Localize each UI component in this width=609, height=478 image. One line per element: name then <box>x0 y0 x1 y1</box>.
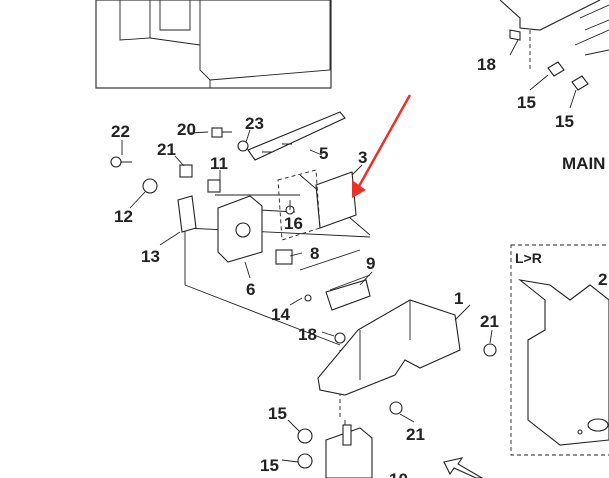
machine-inset <box>95 0 332 89</box>
part-5-plate <box>247 111 346 161</box>
label-15: 15 <box>268 404 287 423</box>
label-11: 11 <box>210 154 228 173</box>
label-15: 15 <box>260 456 279 475</box>
part-1-bend-lines <box>359 300 411 380</box>
label-9: 9 <box>366 254 375 273</box>
lr-inset-frame <box>510 244 609 456</box>
label-21: 21 <box>157 140 176 159</box>
label-12: 12 <box>114 207 133 226</box>
label-8: 8 <box>310 244 319 263</box>
part-2-bracket <box>518 279 609 446</box>
part-13-block <box>177 195 197 233</box>
direction-arrow <box>443 457 484 478</box>
part-6-hole <box>235 222 251 238</box>
inset-label-lr: L>R <box>515 250 542 266</box>
label-10: 10 <box>389 470 408 478</box>
part-5-slots <box>262 143 292 153</box>
part-3-block <box>315 171 357 229</box>
highlight-arrow <box>352 94 412 198</box>
label-2: 2 <box>598 270 607 289</box>
part-1-bracket <box>317 299 461 396</box>
label-13: 13 <box>141 247 160 266</box>
label-18: 18 <box>477 55 496 74</box>
part-10-pin <box>342 424 352 446</box>
label-23: 23 <box>245 114 264 133</box>
label-21: 21 <box>480 312 499 331</box>
part-2-small-hole <box>577 429 583 435</box>
part-9-bracket <box>325 279 371 311</box>
fasteners <box>110 127 497 469</box>
label-5: 5 <box>319 144 328 163</box>
part-2-hole <box>587 418 609 432</box>
part-10-block <box>325 427 373 478</box>
section-title-main: MAIN <box>562 154 605 173</box>
part-3-frame <box>277 169 321 241</box>
label-15: 15 <box>517 93 536 112</box>
label-22: 22 <box>111 122 130 141</box>
label-6: 6 <box>246 280 255 299</box>
leader-lines <box>121 39 577 463</box>
label-16: 16 <box>284 214 303 233</box>
label-18: 18 <box>298 325 317 344</box>
label-15: 15 <box>555 112 574 131</box>
label-3: 3 <box>358 148 367 167</box>
label-21: 21 <box>406 425 425 444</box>
main-assembly <box>499 0 609 91</box>
label-20: 20 <box>177 120 196 139</box>
label-14: 14 <box>271 305 290 324</box>
label-1: 1 <box>454 289 463 308</box>
